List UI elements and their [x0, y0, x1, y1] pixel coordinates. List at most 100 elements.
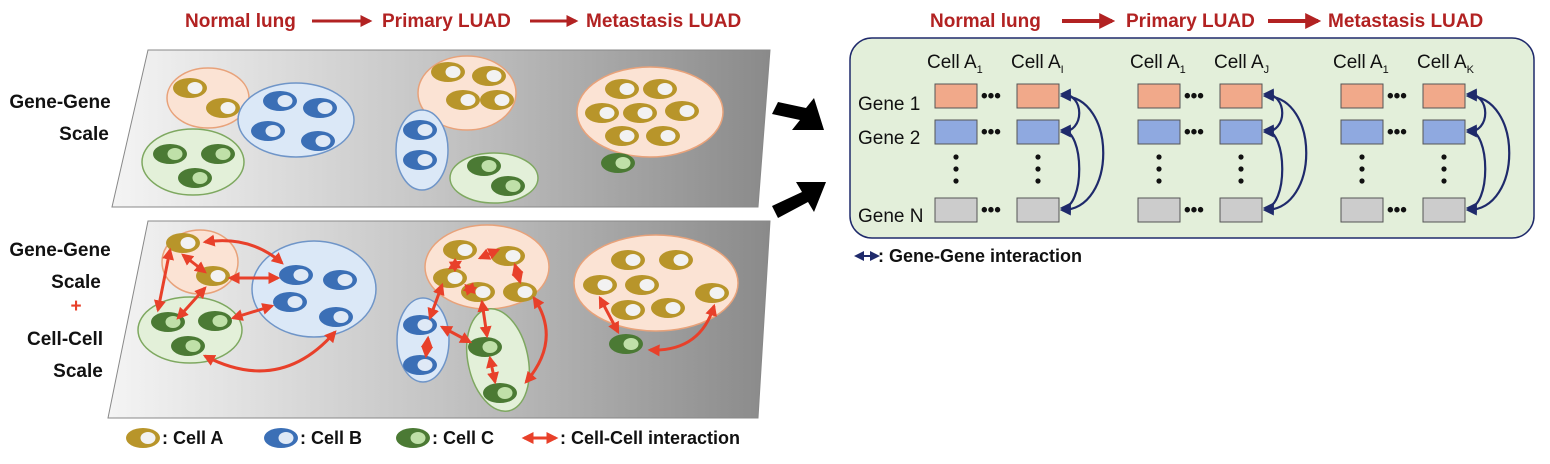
cell-c	[178, 168, 212, 188]
cell-a	[206, 98, 240, 118]
gene-box	[934, 119, 978, 145]
left-header-normal-lung: Normal lung	[185, 11, 296, 32]
cell-a	[623, 103, 657, 123]
cell-c	[601, 153, 635, 173]
cell-b	[301, 131, 335, 151]
ellipsis: •••	[981, 86, 1001, 107]
cell-header-first-subscript: 1	[977, 64, 983, 76]
cell-b	[323, 270, 357, 290]
interaction-arrow	[511, 262, 524, 285]
transition-arrows	[772, 98, 826, 218]
ellipsis: •••	[981, 200, 1001, 221]
right-header-normal-lung: Normal lung	[930, 11, 1041, 32]
cell-header-last: Cell AJ	[1214, 52, 1269, 76]
gene-box	[934, 197, 978, 223]
legend-cell-a-label: : Cell A	[162, 428, 223, 448]
cell-a	[659, 250, 693, 270]
interaction-arrow	[230, 303, 275, 321]
gene-box	[1137, 197, 1181, 223]
vertical-ellipsis-dot	[1359, 154, 1365, 160]
interaction-arrow	[477, 248, 501, 260]
bottom-scale-label-line2: Scale	[51, 272, 101, 293]
cell-a	[433, 268, 467, 288]
cell-b	[263, 91, 297, 111]
gene-box	[1340, 119, 1384, 145]
interaction-arrow	[598, 295, 620, 335]
interaction-arrow	[181, 253, 207, 274]
cell-header-last: Cell AK	[1417, 52, 1475, 76]
cell-header-last-subscript: K	[1467, 64, 1475, 76]
cell-a	[583, 275, 617, 295]
cluster-cell-a	[166, 67, 250, 129]
vertical-ellipsis-dot	[1156, 178, 1162, 184]
cell-c	[201, 144, 235, 164]
left-stage-headers: Normal lung Primary LUAD Metastasis LUAD	[185, 11, 741, 32]
arrow-up-right	[772, 182, 826, 218]
cell-a	[461, 282, 495, 302]
interaction-arrow	[524, 296, 548, 384]
interaction-arrow	[486, 355, 499, 385]
legend-cell-b-icon	[264, 428, 298, 448]
vertical-ellipsis-dot	[1359, 166, 1365, 172]
vertical-ellipsis-dot	[953, 154, 959, 160]
vertical-ellipsis-dot	[1359, 178, 1365, 184]
cell-cell-interactions-metastasis	[598, 295, 717, 357]
ellipsis: •••	[1184, 200, 1204, 221]
cell-c	[467, 156, 501, 176]
cell-b	[403, 150, 437, 170]
cell-b	[403, 355, 437, 375]
interaction-arrow	[647, 303, 717, 357]
cell-cell-interactions-normal	[153, 234, 337, 373]
gene-interaction-arc	[1059, 90, 1105, 216]
cell-header-first: Cell A1	[1333, 52, 1389, 76]
gene-box	[1219, 197, 1263, 223]
cell-b	[279, 265, 313, 285]
ellipsis: •••	[1184, 122, 1204, 143]
interaction-arrow	[202, 330, 337, 373]
gene-box	[1422, 197, 1466, 223]
gene-box	[1016, 119, 1060, 145]
ellipsis: •••	[1387, 86, 1407, 107]
ellipsis: •••	[1184, 86, 1204, 107]
cell-a	[166, 233, 200, 253]
cell-b	[273, 292, 307, 312]
interaction-arrow	[153, 247, 175, 313]
left-header-primary-luad: Primary LUAD	[382, 11, 511, 32]
interaction-arrow	[439, 325, 473, 344]
cell-c	[468, 337, 502, 357]
interaction-arrow	[427, 282, 445, 321]
cluster-cell-b	[237, 82, 355, 158]
interaction-arrow	[176, 286, 207, 320]
vertical-ellipsis-dot	[953, 166, 959, 172]
cell-a	[695, 283, 729, 303]
cell-header-first-subscript: 1	[1180, 64, 1186, 76]
bottom-scale-label-line3: Cell-Cell	[27, 329, 103, 350]
top-scale-label-line2: Scale	[59, 124, 109, 145]
cell-a	[480, 90, 514, 110]
legend-cell-interaction-label: : Cell-Cell interaction	[560, 428, 740, 448]
ellipsis: •••	[981, 122, 1001, 143]
legend-gene-interaction-label: : Gene-Gene interaction	[878, 246, 1082, 266]
gene-interaction-arc	[1465, 90, 1511, 216]
cell-a	[585, 103, 619, 123]
cell-a	[611, 250, 645, 270]
cell-a	[665, 101, 699, 121]
gene-box	[934, 83, 978, 109]
bottom-scale-label-line4: Scale	[53, 361, 103, 382]
vertical-ellipsis-dot	[1441, 166, 1447, 172]
cell-cell-interactions-primary	[420, 248, 548, 385]
top-scale-label-line1: Gene-Gene	[9, 92, 110, 113]
ellipsis: •••	[1387, 122, 1407, 143]
cell-b	[251, 121, 285, 141]
cell-c	[153, 144, 187, 164]
gene-box	[1340, 197, 1384, 223]
interaction-arrow	[420, 335, 434, 359]
cell-a	[605, 126, 639, 146]
vertical-ellipsis-dot	[953, 178, 959, 184]
cell-b	[403, 120, 437, 140]
gene-box	[1219, 119, 1263, 145]
legend-cell-a-icon	[126, 428, 160, 448]
cell-a	[651, 298, 685, 318]
cell-header-last-subscript: J	[1264, 64, 1270, 76]
gene-box	[1340, 83, 1384, 109]
